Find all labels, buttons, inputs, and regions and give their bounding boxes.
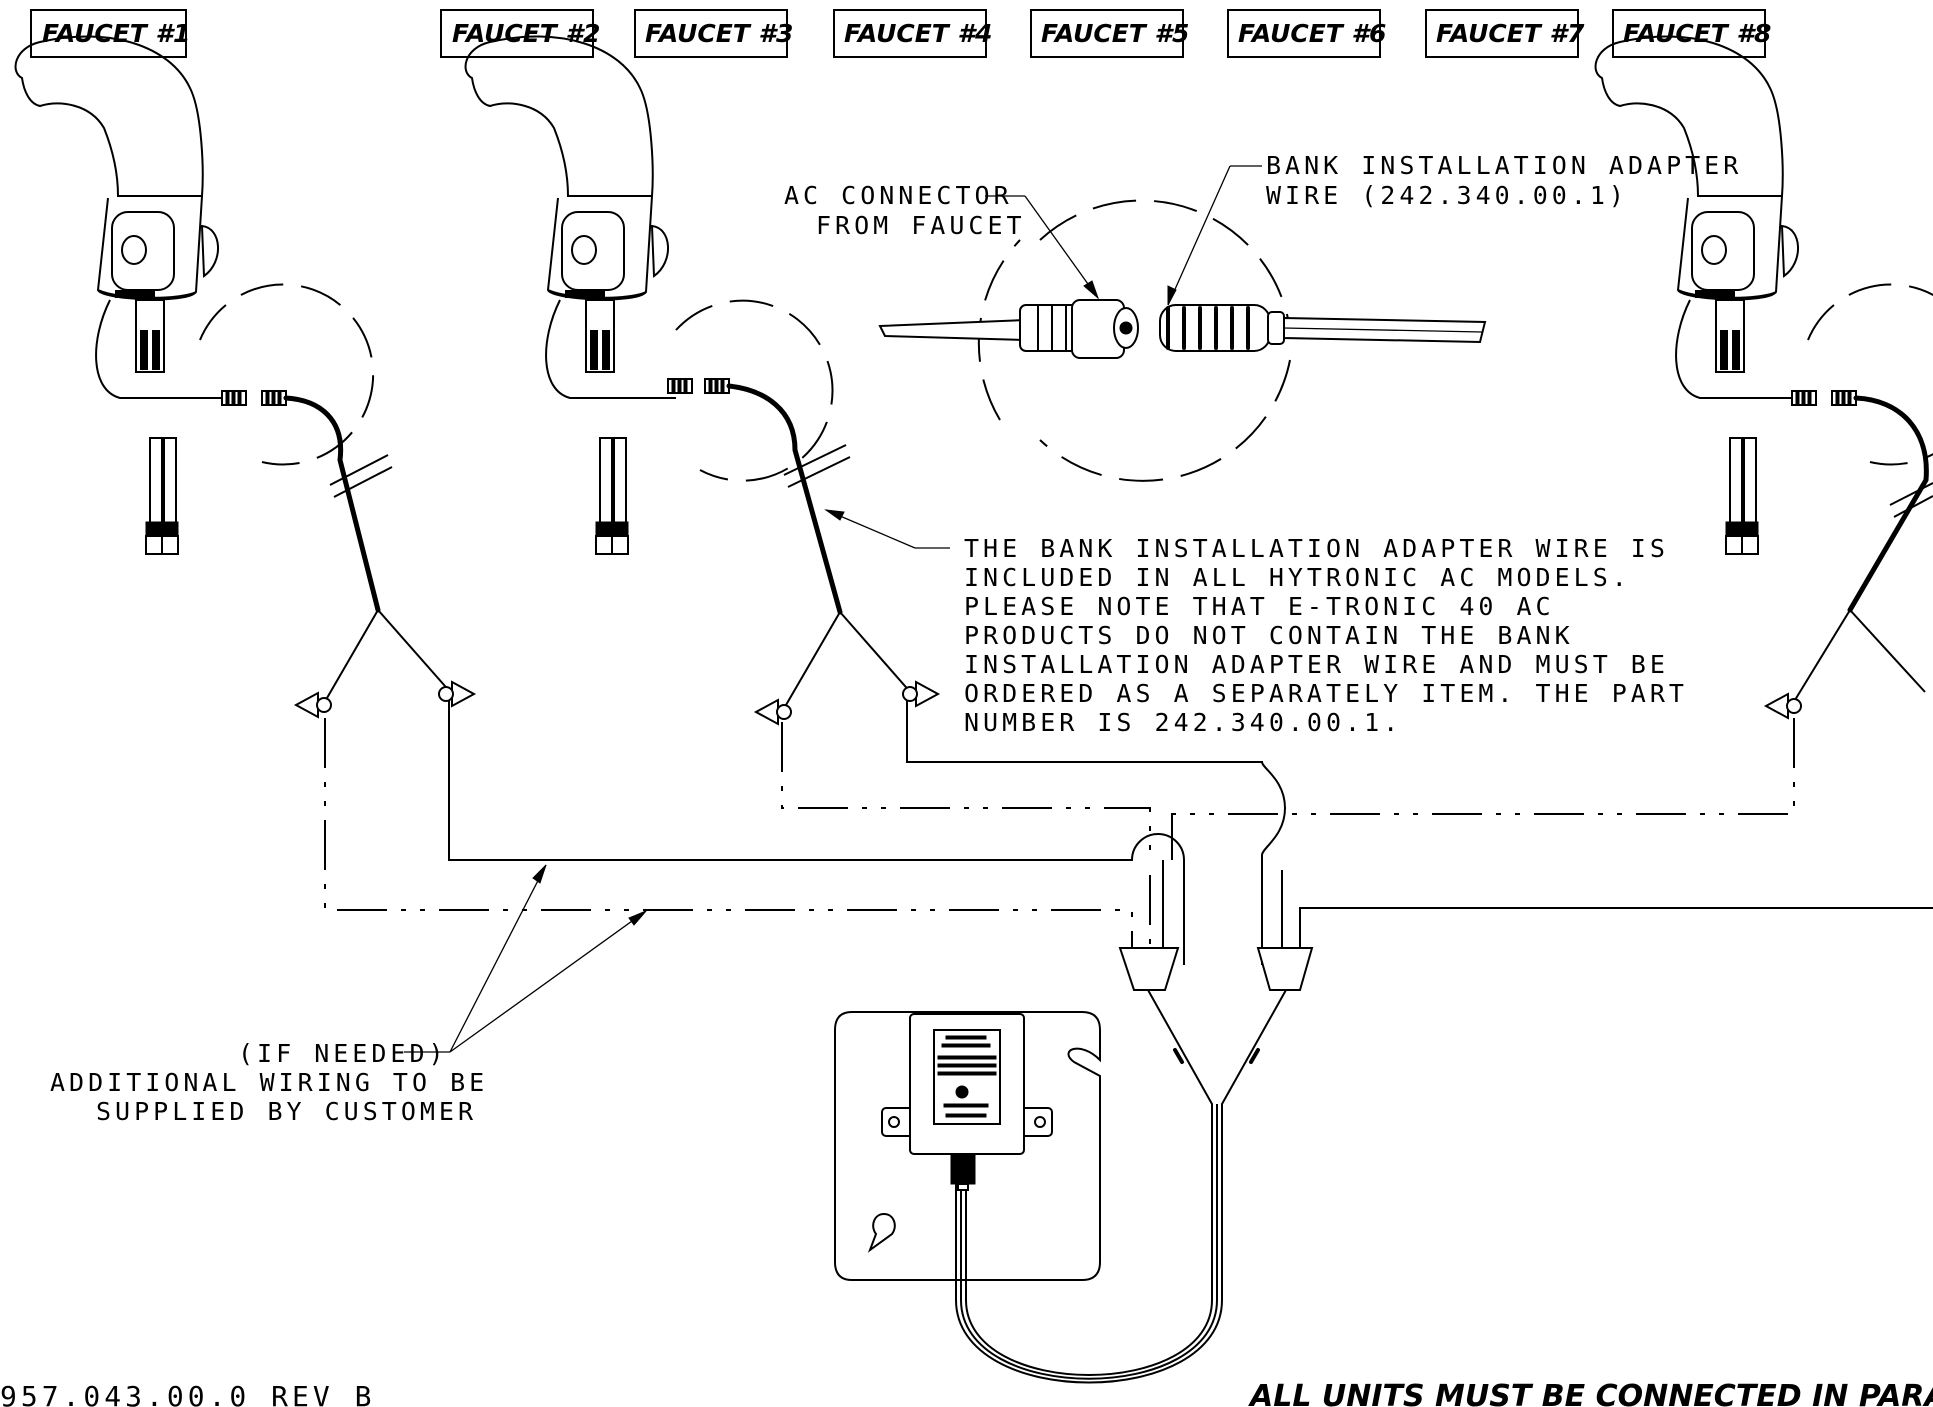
connector-icon bbox=[261, 390, 287, 406]
doc-number: 957.043.00.0 REV B bbox=[0, 1380, 375, 1407]
faucet-1-assembly bbox=[14, 35, 475, 718]
faucet-icon bbox=[464, 35, 677, 555]
faucet-2-box bbox=[440, 9, 594, 58]
faucet-1-label: FAUCET #1 bbox=[42, 19, 190, 48]
faucet-3-label: FAUCET #3 bbox=[645, 19, 793, 48]
ac-cable bbox=[878, 318, 1026, 342]
faucet-4-box bbox=[833, 9, 987, 58]
bank-adapter-text-2: WIRE (242.340.00.1) bbox=[1266, 181, 1628, 210]
wire-nut-icon bbox=[902, 681, 939, 707]
parallel-note: ALL UNITS MUST BE CONNECTED IN PARALLEL bbox=[1248, 1379, 1933, 1407]
wire-nut-icon bbox=[295, 692, 332, 718]
ac-connector-text-1: AC CONNECTOR bbox=[784, 181, 1013, 210]
ac-connector-text-2: FROM FAUCET bbox=[816, 211, 1026, 240]
wire-nut-icon bbox=[1118, 947, 1180, 991]
faucet-5-box bbox=[1030, 9, 1184, 58]
faucet-8-box bbox=[1612, 9, 1766, 58]
faucet-4-label: FAUCET #4 bbox=[844, 19, 992, 48]
detail-circle bbox=[1807, 283, 1933, 466]
faucet-8-label: FAUCET #8 bbox=[1623, 19, 1771, 48]
detail-circle bbox=[199, 283, 375, 466]
faucet-6-label: FAUCET #6 bbox=[1238, 19, 1386, 48]
faucet-2-assembly bbox=[464, 35, 939, 725]
detail-circle bbox=[675, 299, 834, 482]
note-line-2: INCLUDED IN ALL HYTRONIC AC MODELS. bbox=[964, 563, 1631, 592]
faucet-icon bbox=[14, 35, 227, 555]
note-line-7: NUMBER IS 242.340.00.1. bbox=[964, 708, 1402, 737]
note-line-4: PRODUCTS DO NOT CONTAIN THE BANK bbox=[964, 621, 1574, 650]
additional-wiring-callout: (IF NEEDED) ADDITIONAL WIRING TO BE SUPP… bbox=[50, 864, 647, 1126]
connector-detail bbox=[878, 199, 1487, 482]
connector-icon bbox=[1791, 390, 1817, 406]
faucet-icon bbox=[1594, 35, 1807, 555]
note-line-5: INSTALLATION ADAPTER WIRE AND MUST BE bbox=[964, 650, 1669, 679]
transformer-assembly bbox=[834, 1011, 1101, 1281]
faucet-3-box bbox=[634, 9, 788, 58]
mounting-plate bbox=[834, 1011, 1101, 1281]
note-line-3: PLEASE NOTE THAT E-TRONIC 40 AC bbox=[964, 592, 1555, 621]
faucet-7-label: FAUCET #7 bbox=[1436, 19, 1585, 48]
ac-connector-callout: AC CONNECTOR FROM FAUCET bbox=[784, 181, 1100, 300]
connector-icon bbox=[1831, 390, 1857, 406]
faucet-6-box bbox=[1227, 9, 1381, 58]
faucet-7-box bbox=[1425, 9, 1579, 58]
note-line-1: THE BANK INSTALLATION ADAPTER WIRE IS bbox=[964, 534, 1669, 563]
wire-nut-icon bbox=[1256, 947, 1314, 991]
additional-wiring-text-3: SUPPLIED BY CUSTOMER bbox=[96, 1097, 477, 1126]
bank-adapter-callout: BANK INSTALLATION ADAPTER WIRE (242.340.… bbox=[1167, 151, 1742, 306]
faucet-1-box bbox=[30, 9, 187, 58]
connector-icon bbox=[221, 390, 247, 406]
additional-wiring-text-2: ADDITIONAL WIRING TO BE bbox=[50, 1068, 488, 1097]
faucet-5-label: FAUCET #5 bbox=[1041, 19, 1189, 48]
keyhole-icon bbox=[867, 1212, 896, 1253]
wiring-paths bbox=[324, 700, 1933, 1384]
connector-icon bbox=[704, 378, 730, 394]
faucet-label-row: FAUCET #1 FAUCET #2 FAUCET #3 FAUCET #4 … bbox=[30, 9, 1771, 58]
additional-wiring-text-1: (IF NEEDED) bbox=[238, 1039, 448, 1068]
faucet-2-label: FAUCET #2 bbox=[452, 19, 600, 48]
note-callout: THE BANK INSTALLATION ADAPTER WIRE IS IN… bbox=[824, 509, 1688, 737]
note-line-6: ORDERED AS A SEPARATELY ITEM. THE PART bbox=[964, 679, 1688, 708]
bank-adapter-text-1: BANK INSTALLATION ADAPTER bbox=[1266, 151, 1742, 180]
faucet-8-assembly bbox=[1594, 35, 1933, 719]
connector-icon bbox=[667, 378, 693, 394]
